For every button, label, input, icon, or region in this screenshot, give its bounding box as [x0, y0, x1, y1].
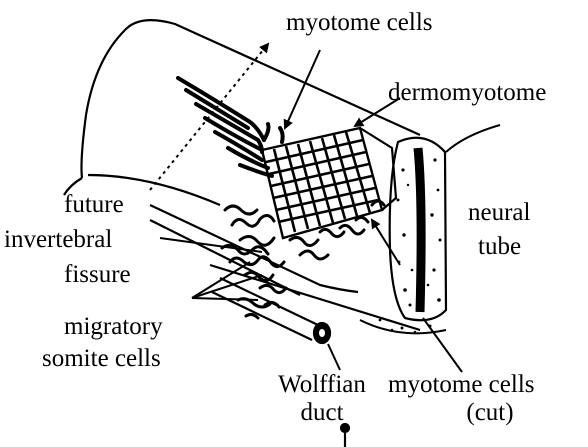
label-dermomyotome: dermomyotome [388, 78, 546, 107]
label-neural: neural [468, 198, 530, 227]
label-wolffian: Wolffian [262, 370, 382, 399]
label-future: future [64, 190, 124, 219]
label-duct: duct [262, 398, 382, 427]
dermomyotome-grid [262, 128, 396, 238]
label-myotome-cells-top: myotome cells [286, 8, 433, 37]
label-fissure: fissure [64, 260, 131, 289]
label-myotome-cells-bottom: myotome cells [388, 370, 535, 399]
label-cut: (cut) [430, 398, 550, 427]
label-tube: tube [478, 232, 521, 261]
label-somite-cells: somite cells [42, 344, 161, 373]
bottom-mark [341, 424, 349, 447]
label-invertebral: invertebral [4, 225, 112, 254]
neural-tube-section [360, 125, 500, 333]
label-migratory: migratory [64, 312, 163, 341]
